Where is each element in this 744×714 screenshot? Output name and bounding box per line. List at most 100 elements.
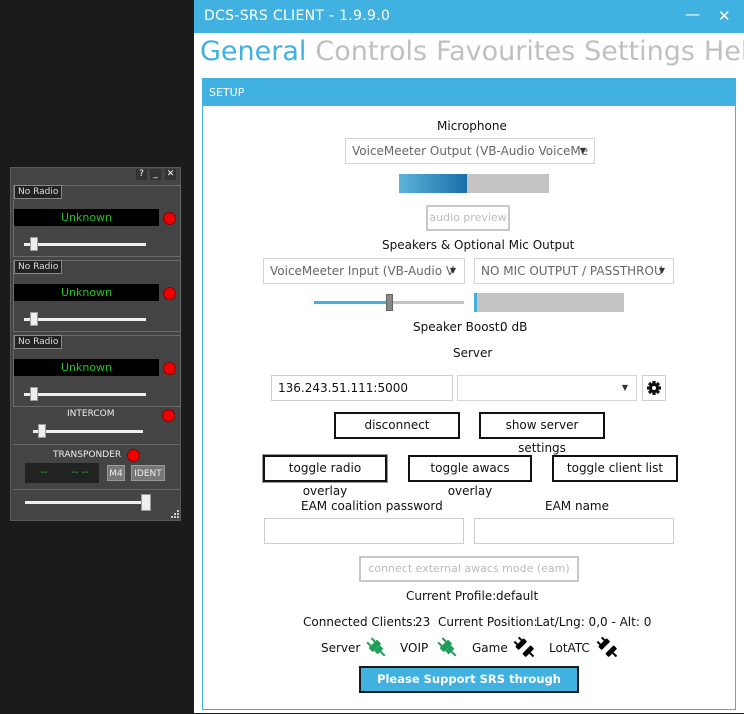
connected-clients-label: Connected Clients: — [303, 615, 417, 629]
speaker-level-fill — [474, 293, 477, 312]
radio-panel-2: No Radio Unknown — [13, 260, 181, 332]
radio-frequency-display[interactable]: Unknown — [14, 284, 159, 301]
divider — [13, 489, 180, 490]
connected-clients-value: 23 — [415, 615, 431, 629]
chevron-down-icon: ▼ — [658, 266, 665, 275]
radio-volume-slider[interactable] — [29, 387, 38, 401]
microphone-label: Microphone — [437, 119, 507, 133]
chevron-down-icon: ▼ — [579, 146, 586, 155]
intercom-transmit-icon — [162, 409, 175, 422]
toggle-radio-overlay-button[interactable]: toggle radio overlay — [263, 455, 387, 498]
show-server-settings-button[interactable]: show server settings — [479, 412, 605, 455]
close-button[interactable]: ✕ — [165, 169, 176, 180]
radio-volume-slider[interactable] — [29, 312, 38, 326]
help-button[interactable]: ? — [136, 169, 147, 180]
radio-name-label[interactable]: No Radio — [14, 335, 63, 349]
main-tabs: General Controls Favourites Settings Help — [200, 36, 744, 67]
current-profile-value: default — [496, 589, 539, 603]
eam-password-input[interactable] — [264, 518, 464, 544]
plug-connected-icon — [437, 637, 457, 657]
eam-name-label: EAM name — [545, 499, 609, 513]
minimize-button[interactable]: _ — [150, 169, 161, 180]
radio-name-label[interactable]: No Radio — [14, 260, 63, 274]
patreon-button[interactable]: Please Support SRS through Patreon — [359, 666, 579, 709]
setup-header: SETUP — [203, 79, 735, 106]
tab-general[interactable]: General — [200, 36, 307, 67]
srs-client-window: DCS-SRS CLIENT - 1.9.9.0 — ✕ General Cont… — [194, 0, 744, 713]
disconnect-button[interactable]: disconnect — [334, 412, 460, 439]
connect-eam-button[interactable]: connect external awacs mode (eam) — [359, 556, 579, 582]
radio-volume-slider[interactable] — [29, 237, 38, 251]
server-preset-select[interactable]: ▼ — [457, 375, 637, 401]
audio-preview-button[interactable]: audio preview — [426, 205, 510, 231]
m4-button[interactable]: M4 — [107, 465, 125, 481]
intercom-volume-track[interactable] — [33, 430, 143, 433]
voip-status-label: VOIP — [400, 641, 429, 655]
setup-panel: SETUP Microphone VoiceMeeter Output (VB-… — [202, 78, 736, 710]
transponder-mode3-display[interactable]: -- -- — [61, 463, 99, 483]
close-icon[interactable]: ✕ — [718, 7, 731, 25]
resize-grip-icon[interactable] — [170, 509, 180, 519]
eam-password-label: EAM coalition password — [301, 499, 443, 513]
game-status-label: Game — [472, 641, 508, 655]
master-volume-track[interactable] — [25, 501, 151, 504]
minimize-icon[interactable]: — — [685, 5, 700, 23]
server-label: Server — [453, 346, 493, 360]
server-address-input[interactable]: 136.243.51.111:5000 — [271, 375, 453, 401]
radio-volume-track[interactable] — [24, 393, 146, 396]
transponder-mode1-display[interactable]: -- — [25, 463, 63, 483]
speaker-volume-slider[interactable] — [386, 294, 393, 311]
speakers-label: Speakers & Optional Mic Output — [382, 238, 575, 252]
radio-panel-1: No Radio Unknown — [13, 185, 181, 257]
mic-output-value: NO MIC OUTPUT / PASSTHROU — [481, 264, 663, 278]
server-status-label: Server — [321, 641, 361, 655]
mic-output-select[interactable]: NO MIC OUTPUT / PASSTHROU ▼ — [474, 258, 674, 284]
microphone-level-meter — [399, 174, 549, 193]
window-titlebar[interactable]: DCS-SRS CLIENT - 1.9.9.0 — ✕ — [194, 0, 744, 33]
tab-settings[interactable]: Settings — [584, 36, 695, 67]
toggle-client-list-button[interactable]: toggle client list — [552, 455, 678, 482]
speaker-boost-value: 0 dB — [500, 320, 528, 334]
transponder-indicator-icon — [127, 449, 140, 462]
ident-button[interactable]: IDENT — [131, 465, 165, 481]
chevron-down-icon: ▼ — [449, 266, 456, 275]
tab-favourites[interactable]: Favourites — [436, 36, 576, 67]
overlay-titlebar[interactable]: ? _ ✕ — [11, 168, 180, 182]
tab-controls[interactable]: Controls — [315, 36, 428, 67]
radio-overlay: ? _ ✕ No Radio Unknown No Radio Unknown … — [10, 167, 181, 521]
transmit-indicator-icon — [163, 287, 176, 300]
master-volume-slider[interactable] — [141, 494, 151, 511]
plug-disconnected-icon — [513, 636, 535, 658]
radio-volume-track[interactable] — [24, 318, 146, 321]
speaker-volume-fill — [314, 301, 389, 304]
intercom-volume-slider[interactable] — [38, 424, 47, 438]
eam-name-input[interactable] — [474, 518, 674, 544]
transmit-indicator-icon — [163, 212, 176, 225]
chevron-down-icon: ▼ — [621, 383, 628, 392]
microphone-select-value: VoiceMeeter Output (VB-Audio VoiceMe — [352, 144, 589, 158]
window-title: DCS-SRS CLIENT - 1.9.9.0 — [204, 8, 391, 24]
current-position-value: Lat/Lng: 0,0 - Alt: 0 — [536, 615, 652, 629]
plug-connected-icon — [366, 637, 386, 657]
server-settings-button[interactable] — [642, 375, 666, 401]
toggle-awacs-overlay-button[interactable]: toggle awacs overlay — [408, 455, 532, 498]
intercom-label: INTERCOM — [67, 409, 115, 419]
radio-name-label[interactable]: No Radio — [14, 185, 63, 199]
radio-volume-track[interactable] — [24, 243, 146, 246]
radio-panel-3: No Radio Unknown — [13, 335, 181, 407]
tab-help[interactable]: Help — [703, 36, 744, 67]
plug-disconnected-icon — [596, 636, 618, 658]
speaker-output-select[interactable]: VoiceMeeter Input (VB-Audio V ▼ — [263, 258, 465, 284]
radio-frequency-display[interactable]: Unknown — [14, 359, 159, 376]
microphone-select[interactable]: VoiceMeeter Output (VB-Audio VoiceMe ▼ — [345, 138, 595, 164]
radio-frequency-display[interactable]: Unknown — [14, 209, 159, 226]
divider — [13, 444, 180, 445]
speaker-output-value: VoiceMeeter Input (VB-Audio V — [270, 264, 455, 278]
speaker-boost-label: Speaker Boost: — [413, 320, 504, 334]
microphone-level-fill — [399, 174, 467, 193]
current-profile-label: Current Profile: — [406, 589, 497, 603]
speaker-level-meter — [474, 293, 624, 312]
gear-icon — [647, 381, 661, 395]
transponder-label: TRANSPONDER — [53, 450, 122, 460]
transmit-indicator-icon — [163, 362, 176, 375]
